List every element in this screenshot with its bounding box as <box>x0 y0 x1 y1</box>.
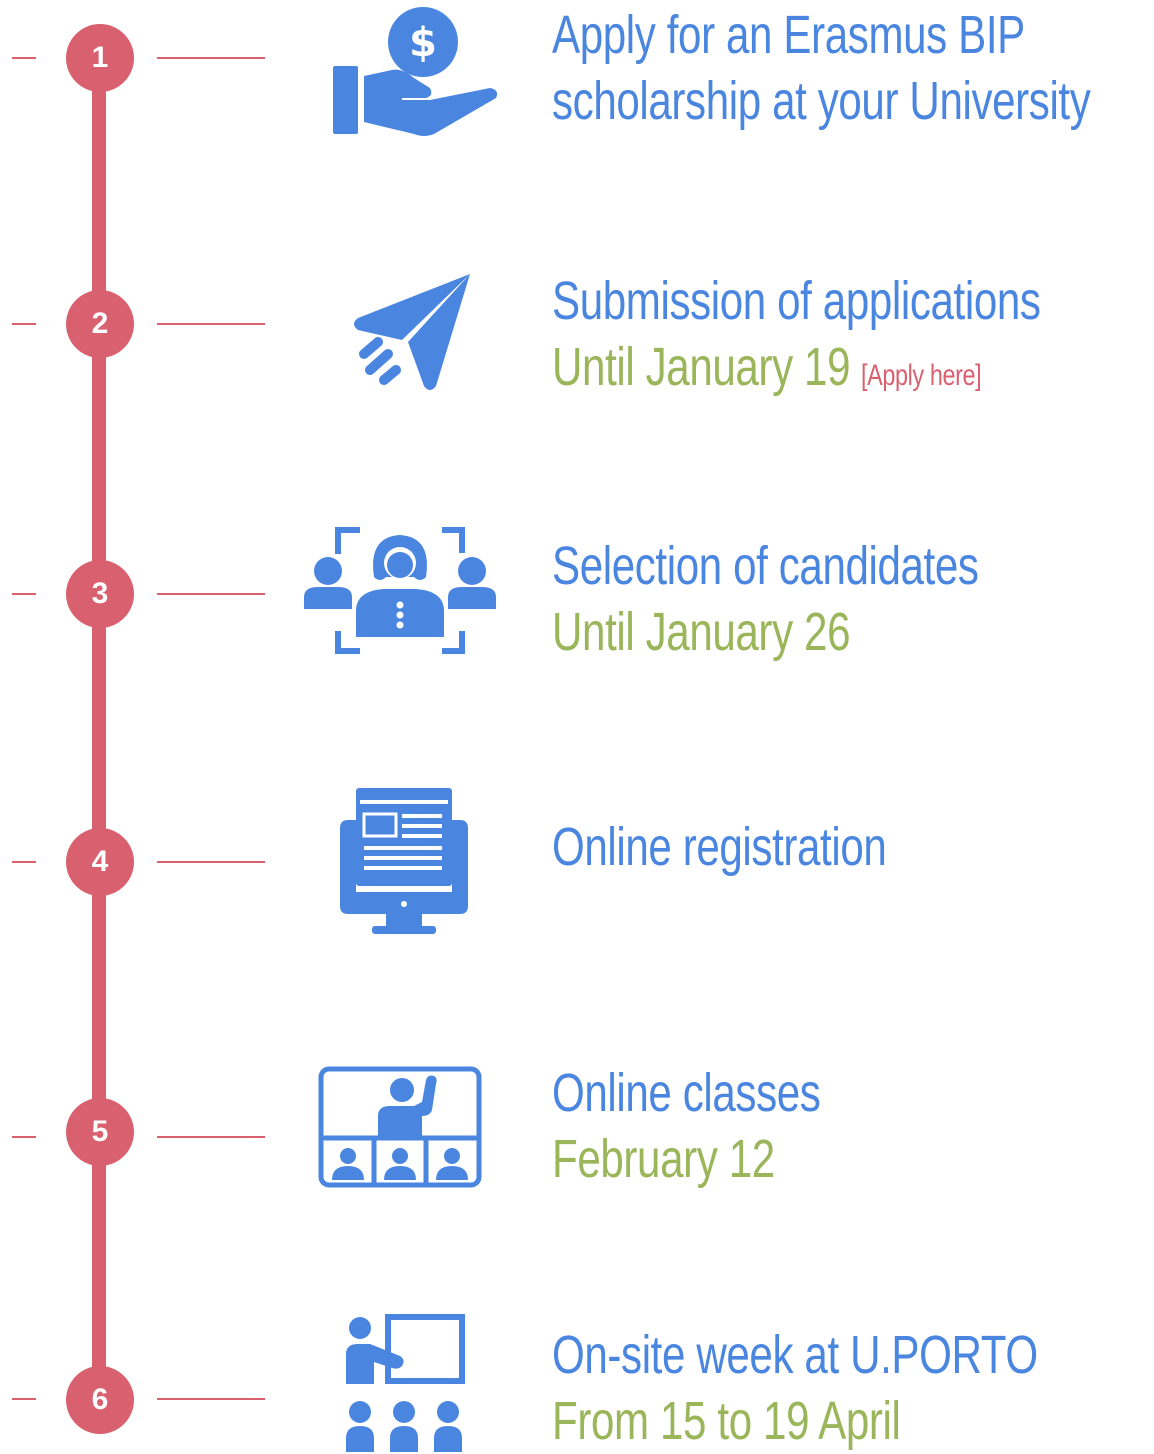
step-title: On-site week at U.PORTO <box>552 1325 1038 1385</box>
presentation-audience-icon <box>344 1312 468 1452</box>
tick-right <box>157 57 265 59</box>
tick-right <box>157 323 265 325</box>
computer-form-icon <box>336 788 472 938</box>
step-number: 1 <box>66 24 134 92</box>
step-number: 5 <box>66 1098 134 1166</box>
step-title: Submission of applications <box>552 271 1041 331</box>
tick-right <box>157 861 265 863</box>
step-number: 4 <box>66 828 134 896</box>
step-title-line-1: Apply for an Erasmus BIP <box>552 5 1025 65</box>
step-text: Selection of candidates Until January 26 <box>552 533 1099 665</box>
step-text: Submission of applications Until January… <box>552 268 1154 409</box>
step-number: 3 <box>66 560 134 628</box>
timeline-line <box>92 55 106 1415</box>
timeline-step-5: 5 Online classes February 12 <box>0 1063 1154 1190</box>
step-date: Until January 19 [Apply here] <box>552 334 1041 409</box>
step-date-text: Until January 19 <box>552 337 851 397</box>
hand-coin-icon: $ <box>330 4 502 138</box>
step-text: Online classes February 12 <box>552 1060 896 1192</box>
step-title: Selection of candidates <box>552 536 979 596</box>
tick-left <box>12 57 36 59</box>
timeline-step-1: 1 $ Apply for an Erasmus BIP scholarship… <box>0 0 1154 136</box>
timeline-step-3: 3 Selection of candidates Until January … <box>0 527 1154 662</box>
tick-left <box>12 323 36 325</box>
tick-left <box>12 1398 36 1400</box>
candidate-selection-icon <box>302 527 498 657</box>
timeline-step-4: 4 Online registration <box>0 788 1154 934</box>
apply-here-link[interactable]: [Apply here] <box>861 359 982 392</box>
tick-left <box>12 593 36 595</box>
step-date: Until January 26 <box>552 602 851 662</box>
step-text: On-site week at U.PORTO From 15 to 19 Ap… <box>552 1322 1154 1454</box>
tick-right <box>157 1136 265 1138</box>
step-number: 2 <box>66 290 134 358</box>
tick-right <box>157 593 265 595</box>
timeline-step-2: 2 Submission of applications Until Janua… <box>0 268 1154 397</box>
tick-left <box>12 861 36 863</box>
timeline-step-6: 6 On-site week at U.PORTO From 15 to 19 … <box>0 1314 1154 1452</box>
step-text: Apply for an Erasmus BIP scholarship at … <box>552 2 1154 134</box>
step-title: Online registration <box>552 817 887 877</box>
step-date: From 15 to 19 April <box>552 1391 901 1451</box>
paper-plane-icon <box>350 270 480 394</box>
step-title-line-2: scholarship at your University <box>552 71 1091 131</box>
tick-left <box>12 1136 36 1138</box>
step-text: Online registration <box>552 814 981 880</box>
step-date: February 12 <box>552 1129 775 1189</box>
step-title: Online classes <box>552 1063 821 1123</box>
svg-text:$: $ <box>409 20 437 66</box>
step-number: 6 <box>66 1366 134 1434</box>
video-class-icon <box>318 1066 482 1190</box>
tick-right <box>157 1398 265 1400</box>
